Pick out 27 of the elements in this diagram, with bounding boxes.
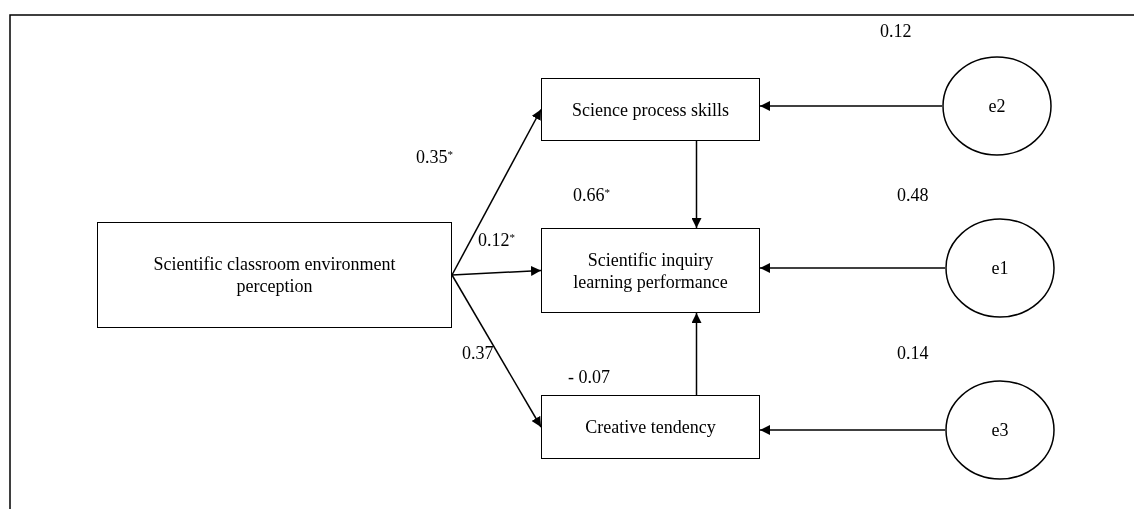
node-label: Science process skills	[572, 98, 729, 121]
node-label: Scientific inquiry learning performance	[572, 248, 729, 293]
path-arrow	[451, 274, 542, 428]
node-label: Scientific classroom environment perception	[152, 253, 397, 297]
path-arrow	[759, 425, 946, 435]
path-arrow	[759, 101, 943, 111]
node-label: e1	[991, 257, 1009, 279]
variable-box	[541, 395, 760, 459]
path-arrow	[691, 312, 702, 396]
path-coefficient: 0.14	[897, 342, 929, 364]
path-coefficient: 0.37	[462, 342, 494, 364]
node-label: e3	[991, 419, 1009, 441]
path-coefficient: 0.12	[880, 20, 912, 42]
path-coefficient: 0.48	[897, 184, 929, 206]
path-arrow	[759, 263, 946, 273]
path-arrow	[691, 140, 702, 229]
node-label: e2	[988, 95, 1006, 117]
variable-box	[97, 222, 452, 328]
variable-box	[541, 78, 760, 141]
node-label: Creative tendency	[585, 416, 716, 438]
path-arrow	[451, 108, 542, 276]
path-coefficient: - 0.07	[568, 366, 610, 388]
variable-box	[541, 228, 760, 313]
path-coefficient: 0.12$^{*}$	[478, 229, 515, 251]
path-coefficient: 0.35$^{*}$	[416, 146, 453, 168]
path-arrow	[451, 266, 542, 276]
path-coefficient: 0.66$^{*}$	[573, 184, 610, 206]
